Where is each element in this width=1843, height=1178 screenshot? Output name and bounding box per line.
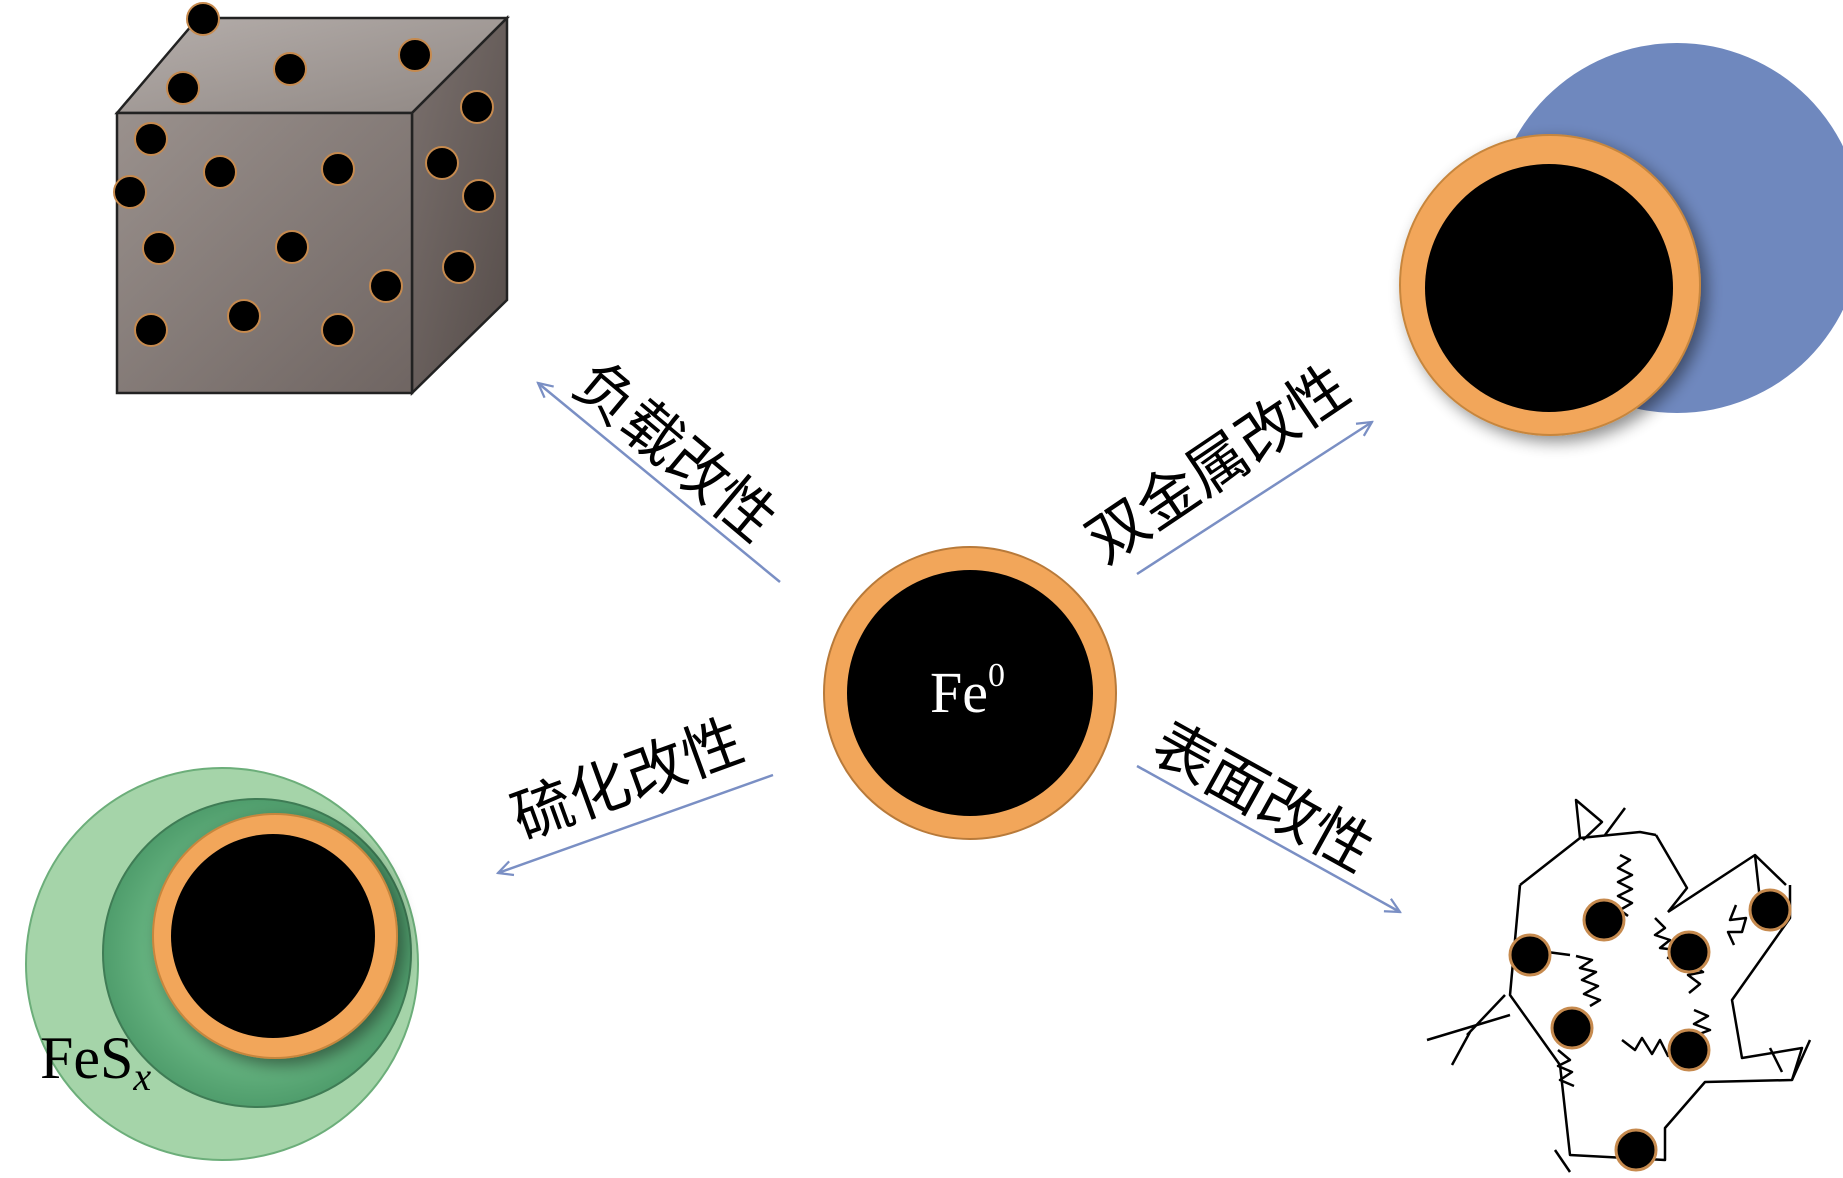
supported-particles — [113, 2, 496, 347]
bimetallic-particle — [1399, 43, 1843, 436]
particle — [275, 230, 309, 264]
network-particles — [1508, 888, 1792, 1172]
label-sulfidation: 硫化改性 — [503, 706, 752, 854]
particle — [462, 179, 496, 213]
arrow-supported — [538, 383, 781, 583]
particle — [134, 313, 168, 347]
sulfidation-core — [171, 834, 375, 1038]
particle — [166, 71, 200, 105]
sulfidation-particle: FeSx — [25, 767, 419, 1161]
label-supported: 负载改性 — [560, 348, 789, 556]
particle — [186, 2, 220, 36]
fe0-core — [847, 570, 1093, 816]
particle — [321, 152, 355, 186]
label-surface: 表面改性 — [1141, 709, 1385, 887]
network-particle — [1667, 930, 1711, 974]
particle — [460, 90, 494, 124]
arrows — [498, 383, 1400, 912]
particle — [369, 269, 403, 303]
fe0-label: Fe0 — [930, 657, 1005, 725]
particle — [203, 155, 237, 189]
network-particle — [1748, 888, 1792, 932]
network-particle — [1508, 933, 1552, 977]
particle — [113, 175, 147, 209]
particle — [425, 146, 459, 180]
particle — [321, 313, 355, 347]
arrow-bimetallic — [1136, 422, 1372, 576]
arrow-sulfidation — [498, 773, 774, 873]
label-bimetallic: 双金属改性 — [1074, 352, 1362, 578]
polymer-network-lines — [1426, 798, 1812, 1173]
bimetallic-core — [1425, 164, 1673, 412]
supported-cube — [113, 2, 511, 396]
particle — [227, 299, 261, 333]
fes-label-sub: x — [132, 1054, 151, 1099]
surface-modified-network — [1426, 798, 1812, 1173]
fes-label: FeSx — [40, 1025, 151, 1099]
particle — [398, 38, 432, 72]
particle — [134, 122, 168, 156]
arrow-surface — [1136, 764, 1400, 912]
network-particle — [1614, 1128, 1658, 1172]
fe0-label-main: Fe — [930, 660, 988, 725]
particle — [142, 231, 176, 265]
network-particle — [1582, 898, 1626, 942]
network-particle — [1667, 1028, 1711, 1072]
particle — [273, 52, 307, 86]
fe0-label-sup: 0 — [988, 657, 1005, 694]
network-particle — [1550, 1006, 1594, 1050]
fes-label-main: FeS — [40, 1025, 133, 1091]
central-fe0-particle: Fe0 — [823, 546, 1117, 840]
particle — [442, 250, 476, 284]
